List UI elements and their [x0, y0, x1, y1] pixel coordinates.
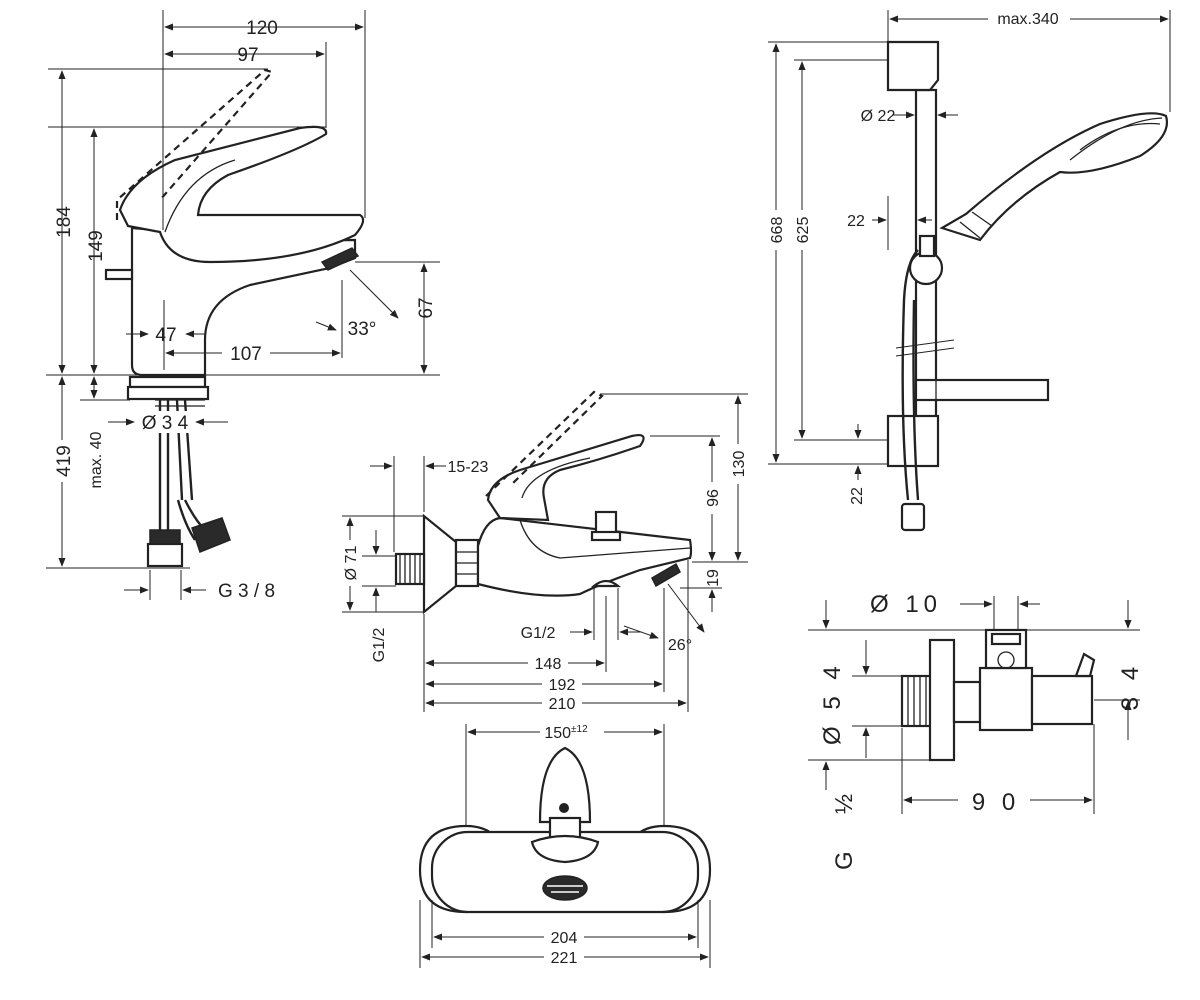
bath-front-drawing: 150±12 204 221: [418, 720, 712, 968]
dim-150: 150±12: [544, 724, 588, 742]
dim-offset-22: 22: [847, 213, 865, 230]
dim-g38: G 3 / 8: [218, 581, 275, 602]
dim-g12-inlet: G1/2: [371, 628, 388, 663]
dim-148: 148: [535, 656, 562, 673]
dim-120: 120: [246, 18, 278, 39]
dim-19: 19: [705, 569, 722, 587]
dim-dia-54: Ø 5 4: [819, 661, 846, 745]
bath-mixer-drawing: 15-23 Ø 71 G1/2 G1/2 96 130 19 26°: [340, 390, 748, 713]
dim-204: 204: [551, 930, 578, 947]
dim-192: 192: [549, 677, 576, 694]
dim-210: 210: [549, 696, 576, 713]
dim-max-40: max. 40: [88, 431, 105, 488]
dim-g: G: [831, 846, 858, 870]
dim-149: 149: [86, 230, 107, 262]
dim-g12-outlet: G1/2: [521, 625, 556, 642]
dim-angle-33: 33°: [348, 319, 377, 340]
dim-90: 9 0: [972, 789, 1020, 816]
dim-96: 96: [705, 489, 722, 507]
dim-dia-10: Ø 10: [870, 591, 942, 618]
dim-dia-34: Ø 3 4: [142, 413, 189, 434]
dim-34: 3 4: [1117, 662, 1144, 710]
dim-625: 625: [795, 217, 812, 244]
dim-dia-22: Ø 22: [861, 108, 896, 125]
basin-mixer-drawing: 120 97 184 149 67 33° 47 107 419 max. 40: [46, 10, 440, 602]
dim-97: 97: [237, 45, 258, 66]
dim-15-23: 15-23: [448, 459, 489, 476]
dim-dia-71: Ø 71: [343, 546, 360, 581]
dim-419: 419: [54, 445, 75, 477]
dim-107: 107: [230, 344, 262, 365]
dim-130: 130: [731, 451, 748, 478]
dim-half: ½: [831, 789, 858, 814]
dim-angle-26: 26°: [668, 637, 692, 654]
dim-max-340: max.340: [997, 11, 1058, 28]
dim-184: 184: [54, 206, 75, 238]
dim-67: 67: [416, 297, 437, 318]
shower-set-drawing: max.340 Ø 22 22 668 625 22: [766, 8, 1171, 532]
dim-221: 221: [551, 950, 578, 967]
dim-668: 668: [769, 217, 786, 244]
dim-150-value: 150: [544, 725, 571, 742]
dim-47: 47: [155, 325, 176, 346]
dim-bottom-22: 22: [849, 487, 866, 505]
angle-valve-drawing: Ø 10 G ½ Ø 5 4 3 4 9 0: [808, 591, 1144, 870]
dim-150-tolerance: ±12: [571, 724, 588, 735]
